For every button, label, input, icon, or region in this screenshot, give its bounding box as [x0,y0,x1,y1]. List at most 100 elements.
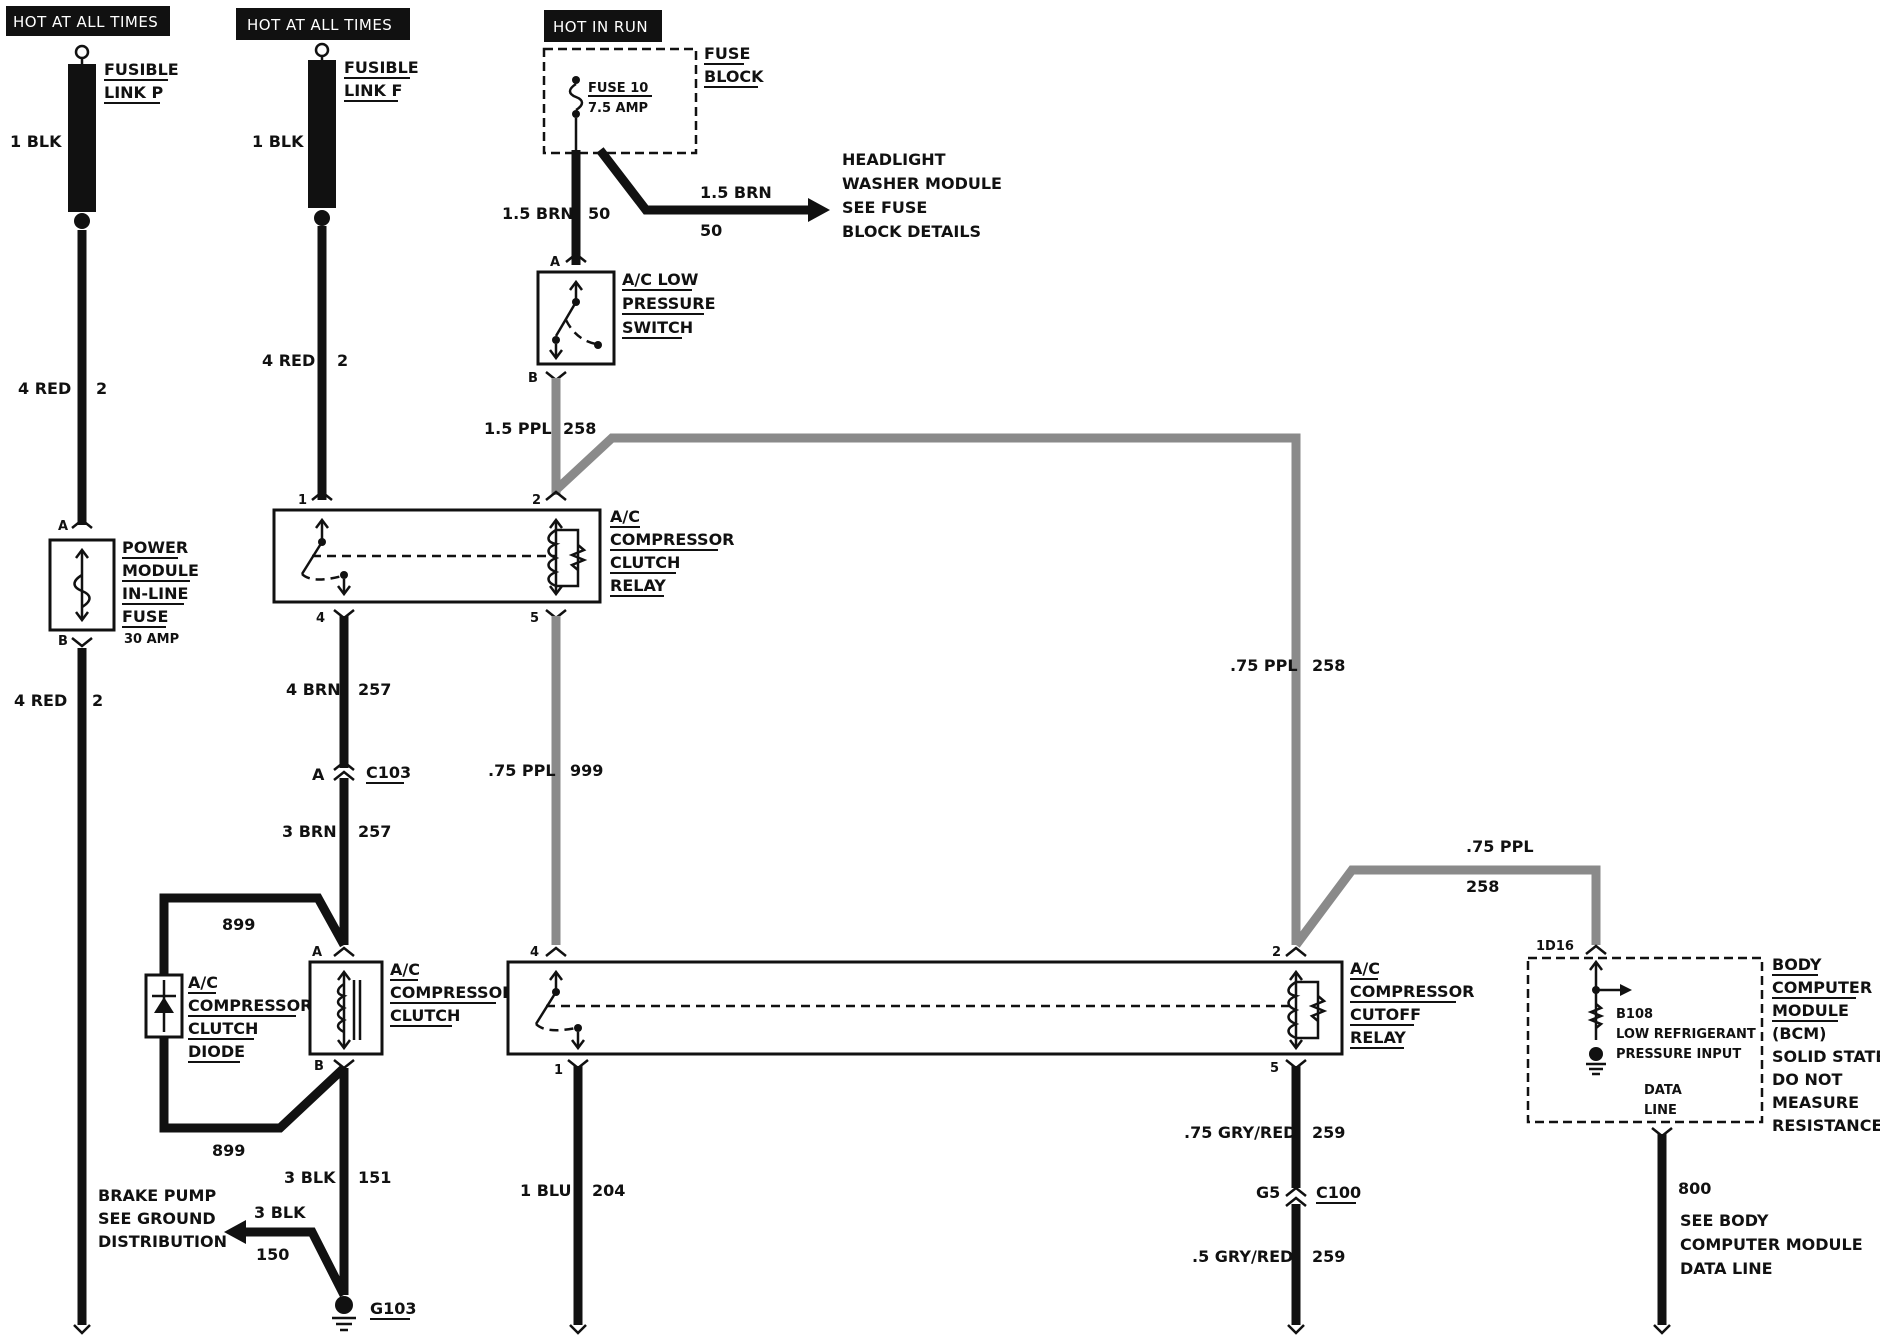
clutch-relay-label-4: RELAY [610,576,666,595]
fusible-f-label-1: FUSIBLE [344,58,419,77]
low-pressure-switch: A B A/C LOW PRESSURE SWITCH [528,252,716,386]
cutoff-relay-pin-5: 5 [1270,1061,1279,1076]
wire-p-lower-gauge: 4 RED [14,691,67,710]
cutoff-relay-label-2: COMPRESSOR [1350,982,1475,1001]
clutch-pin-a: A [312,945,322,960]
headlight-wire-gauge: 1.5 BRN [700,183,772,202]
c103-pin: A [312,765,325,784]
clutch-relay-pin-2: 2 [532,493,541,508]
c100-connector: G5 C100 [1256,1183,1361,1207]
wire-bcm-data-continue-icon [1653,1324,1671,1335]
wire-fuse-out-circuit: 50 [588,204,610,223]
wire-clutch-ground-circuit: 151 [358,1168,391,1187]
brake-pump-label-1: BRAKE PUMP [98,1186,216,1205]
power-module-pin-a: A [58,519,68,534]
wire-bcm-feed [1292,865,1601,948]
fusible-p-wire: 1 BLK [10,132,62,151]
fuse-block-label-1: FUSE [704,44,750,63]
bcm-data-ref-3: DATA LINE [1680,1259,1773,1278]
svg-text:HOT AT ALL TIMES: HOT AT ALL TIMES [247,16,392,34]
wire-258-right [552,433,1301,945]
switch-label-2: PRESSURE [622,294,716,313]
headlight-wire-circuit: 50 [700,221,722,240]
wire-c103-below-circuit: 257 [358,822,391,841]
clutch-relay-pin-1: 1 [298,493,307,508]
cutoff-relay-label-4: RELAY [1350,1028,1406,1047]
power-module-label-1: POWER [122,538,188,557]
power-module-label-4: FUSE [122,607,168,626]
bcm-data-2: LINE [1644,1103,1677,1118]
wire-p-continue-icon [73,1324,91,1335]
clutch-diode: A/C COMPRESSOR CLUTCH DIODE [144,973,313,1063]
header-left: HOT AT ALL TIMES [6,6,170,36]
brake-pump-label-3: DISTRIBUTION [98,1232,227,1251]
wire-relay5-gauge: .75 PPL [488,761,556,780]
fuse-block: FUSE 10 7.5 AMP FUSE BLOCK [542,44,764,155]
clutch-relay-pin-5: 5 [530,611,539,626]
fusible-link-p: FUSIBLE LINK P 1 BLK [10,44,179,229]
wire-cutoff5-continue-icon [1287,1324,1305,1335]
wire-brake-gauge: 3 BLK [254,1203,306,1222]
clutch-label-3: CLUTCH [390,1006,460,1025]
svg-text:HOT AT ALL TIMES: HOT AT ALL TIMES [13,13,158,31]
wire-c103-below-gauge: 3 BRN [282,822,337,841]
cutoff-relay-pin-2: 2 [1272,945,1281,960]
wire-relay5-circuit: 999 [570,761,603,780]
bcm-label-3: MODULE [1772,1001,1849,1020]
wire-p-upper-circuit: 2 [96,379,107,398]
wire-cutoff1-gauge: 1 BLU [520,1181,572,1200]
c103-connector: A C103 [312,760,411,784]
cutoff-relay: 4 2 1 5 A/C COMPRESSOR CUTOFF RELAY [506,945,1475,1078]
wire-cutoff5-upper-circuit: 259 [1312,1123,1345,1142]
arrow-left-icon [224,1220,246,1244]
bcm-label-2: COMPUTER [1772,978,1872,997]
bcm-pin: 1D16 [1536,939,1574,954]
svg-text:HOT IN RUN: HOT IN RUN [553,18,648,36]
wire-bcm-feed-circuit: 258 [1466,877,1499,896]
diode-label-4: DIODE [188,1042,245,1061]
bcm-data-ref-1: SEE BODY [1680,1211,1769,1230]
wire-cutoff5-lower-circuit: 259 [1312,1247,1345,1266]
fuse-10-label: FUSE 10 [588,81,648,96]
wire-fuse-out-gauge: 1.5 BRN [502,204,574,223]
clutch-label-1: A/C [390,960,420,979]
wire-diode-bottom [159,1035,348,1133]
headlight-label-1: HEADLIGHT [842,150,946,169]
wire-bcm-feed-gauge: .75 PPL [1466,837,1534,856]
wire-cutoff5-lower-gauge: .5 GRY/RED [1192,1247,1293,1266]
c103-name: C103 [366,763,411,782]
wire-clutch-ground-gauge: 3 BLK [284,1168,336,1187]
bcm-data-ref-2: COMPUTER MODULE [1680,1235,1863,1254]
wire-p-lower-circuit: 2 [92,691,103,710]
wire-switch-out-gauge: 1.5 PPL [484,419,552,438]
power-module-label-2: MODULE [122,561,199,580]
power-module-label-3: IN-LINE [122,584,188,603]
bcm-label-7: MEASURE [1772,1093,1859,1112]
diode-label-1: A/C [188,973,218,992]
headlight-label-2: WASHER MODULE [842,174,1002,193]
clutch-relay-label-1: A/C [610,507,640,526]
bcm-label-6: DO NOT [1772,1070,1842,1089]
switch-pin-b: B [528,371,538,386]
fuse-10-amp: 7.5 AMP [588,101,648,116]
cutoff4-connector-icon [545,946,567,957]
switch-label-1: A/C LOW [622,270,699,289]
g103-name: G103 [370,1299,417,1318]
cutoff-relay-label-3: CUTOFF [1350,1005,1421,1024]
headlight-label-3: SEE FUSE [842,198,927,217]
wire-headlight-branch [596,147,812,215]
wire-diode-top-circuit: 899 [222,915,255,934]
c100-pin: G5 [1256,1183,1280,1202]
diode-label-3: CLUTCH [188,1019,258,1038]
wire-bcm-data-circuit: 800 [1678,1179,1711,1198]
bcm-input-1: B108 [1616,1007,1653,1022]
body-computer-module: 1D16 B108 LOW REFRIGERANT PRESSURE INPUT… [1526,939,1880,1135]
bcm-label-1: BODY [1772,955,1822,974]
fuse-block-label-2: BLOCK [704,67,764,86]
clutch-relay: 1 2 4 5 A/C COMPRESSOR CLUTCH RELAY [272,490,735,626]
clutch-relay-label-2: COMPRESSOR [610,530,735,549]
wire-f-upper-circuit: 2 [337,351,348,370]
compressor-clutch: A B A/C COMPRESSOR CLUTCH [308,945,515,1074]
wire-brake-circuit: 150 [256,1245,289,1264]
